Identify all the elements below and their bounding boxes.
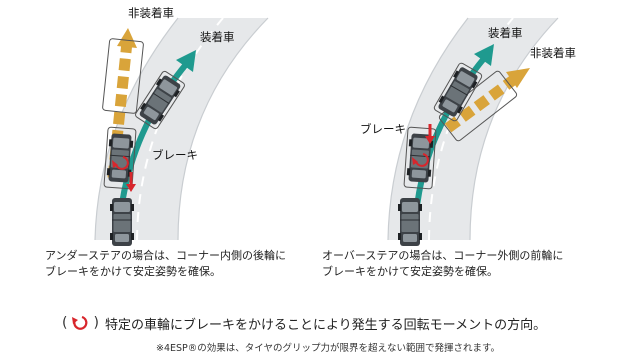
right-label-equipped: 装着車 — [488, 26, 523, 40]
right-car-mid — [403, 126, 437, 190]
left-car-mid — [103, 126, 137, 190]
right-label-non-equipped: 非装着車 — [530, 46, 576, 60]
legend-paren-close: ) — [93, 315, 99, 331]
left-caption-line1: アンダーステアの場合は、コーナー内側の後輪に — [45, 249, 287, 262]
left-caption: アンダーステアの場合は、コーナー内側の後輪に ブレーキをかけて安定姿勢を確保。 — [45, 248, 286, 280]
left-road — [94, 17, 269, 241]
right-label-brake: ブレーキ — [360, 122, 406, 136]
legend-paren-open: ( — [62, 315, 68, 331]
left-label-brake: ブレーキ — [152, 148, 198, 162]
legend: ( ) 特定の車輪にブレーキをかけることにより発生する回転モーメントの方向。 — [62, 313, 546, 333]
right-road — [387, 17, 559, 241]
right-caption-line1: オーバーステアの場合は、コーナー外側の前輪に — [322, 249, 564, 262]
legend-text: 特定の車輪にブレーキをかけることにより発生する回転モーメントの方向。 — [104, 317, 547, 333]
rotation-moment-icon — [72, 315, 88, 330]
left-car-rear — [109, 197, 135, 247]
right-rotation-moment-icon — [412, 124, 435, 167]
left-label-non-equipped: 非装着車 — [128, 6, 174, 20]
left-label-equipped: 装着車 — [200, 30, 235, 44]
left-equipped-arrow — [117, 50, 196, 219]
right-car-rear — [397, 197, 423, 247]
right-caption-line2: ブレーキをかけて安定姿勢を確保。 — [322, 265, 498, 278]
footnote: ※4ESP®の効果は、タイヤのグリップ力が限界を超えない範囲で発揮されます。 — [156, 343, 501, 354]
left-rotation-moment-icon — [112, 156, 136, 192]
right-caption: オーバーステアの場合は、コーナー外側の前輪に ブレーキをかけて安定姿勢を確保。 — [322, 248, 563, 280]
left-caption-line2: ブレーキをかけて安定姿勢を確保。 — [45, 265, 221, 278]
